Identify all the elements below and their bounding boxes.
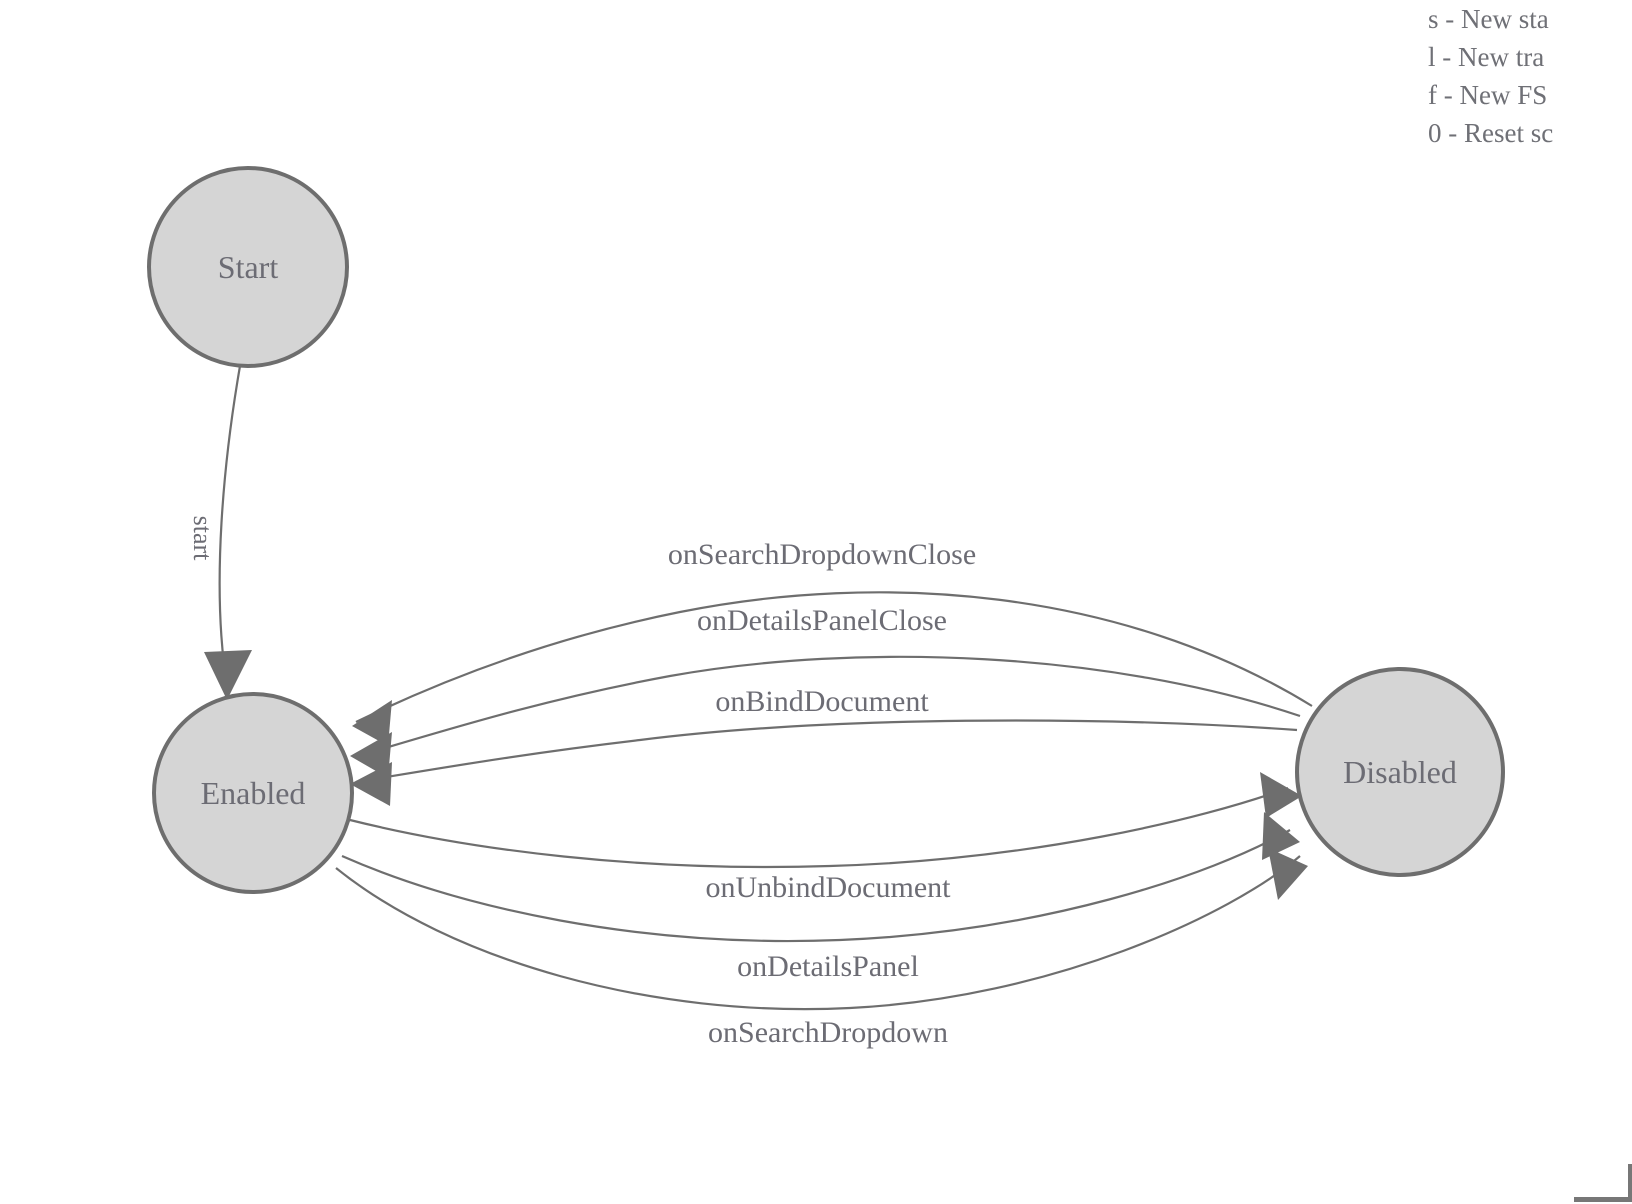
node-enabled-label: Enabled (201, 775, 306, 811)
node-disabled[interactable]: Disabled (1295, 667, 1505, 877)
edge-arrowhead-on-bind-document (350, 762, 392, 806)
edge-start[interactable] (204, 365, 252, 700)
edge-label-start: start (188, 516, 217, 562)
edge-arrowhead-on-unbind-document (1260, 772, 1302, 818)
edge-label-on-search-dropdown: onSearchDropdown (708, 1016, 948, 1049)
corner-vertical-edge (1628, 1164, 1632, 1198)
edge-label-on-details-panel-close: onDetailsPanelClose (697, 604, 947, 637)
edge-path-on-bind-document (355, 719, 1298, 784)
corner-horizontal-edge (1574, 1197, 1632, 1202)
node-disabled-label: Disabled (1343, 754, 1457, 790)
edge-label-on-bind-document: onBindDocument (715, 685, 929, 718)
edge-on-details-panel-close[interactable] (350, 655, 1301, 778)
node-start-label: Start (218, 249, 279, 285)
edge-on-bind-document[interactable] (350, 719, 1298, 806)
edge-arrowhead-on-details-panel (1262, 812, 1300, 860)
edge-on-search-dropdown[interactable] (335, 848, 1308, 1011)
edge-arrowhead-on-search-dropdown-close (352, 700, 392, 746)
node-enabled-circle (152, 692, 354, 894)
edge-path-on-details-panel-close (357, 655, 1301, 758)
edge-label-on-details-panel: onDetailsPanel (737, 950, 919, 983)
node-start[interactable]: Start (147, 166, 349, 368)
edge-label-on-search-dropdown-close: onSearchDropdownClose (668, 538, 976, 571)
edge-on-search-dropdown-close[interactable] (352, 591, 1313, 746)
panel-resize-corner[interactable] (1572, 1164, 1632, 1204)
edge-path-start (218, 365, 242, 665)
edge-arrowhead-start (204, 650, 252, 700)
edge-path-on-unbind-document (349, 786, 1289, 869)
edge-arrowhead-on-details-panel-close (350, 732, 392, 778)
edge-path-on-search-dropdown-close (355, 591, 1313, 723)
edge-path-on-details-panel (341, 829, 1291, 943)
node-disabled-circle (1295, 667, 1505, 877)
edge-arrowhead-on-search-dropdown (1268, 848, 1308, 900)
node-enabled[interactable]: Enabled (152, 692, 354, 894)
edge-on-details-panel[interactable] (341, 812, 1300, 943)
node-start-circle (147, 166, 349, 368)
edge-label-on-unbind-document: onUnbindDocument (706, 871, 952, 904)
edge-path-on-search-dropdown (335, 855, 1301, 1011)
edge-on-unbind-document[interactable] (349, 772, 1302, 869)
